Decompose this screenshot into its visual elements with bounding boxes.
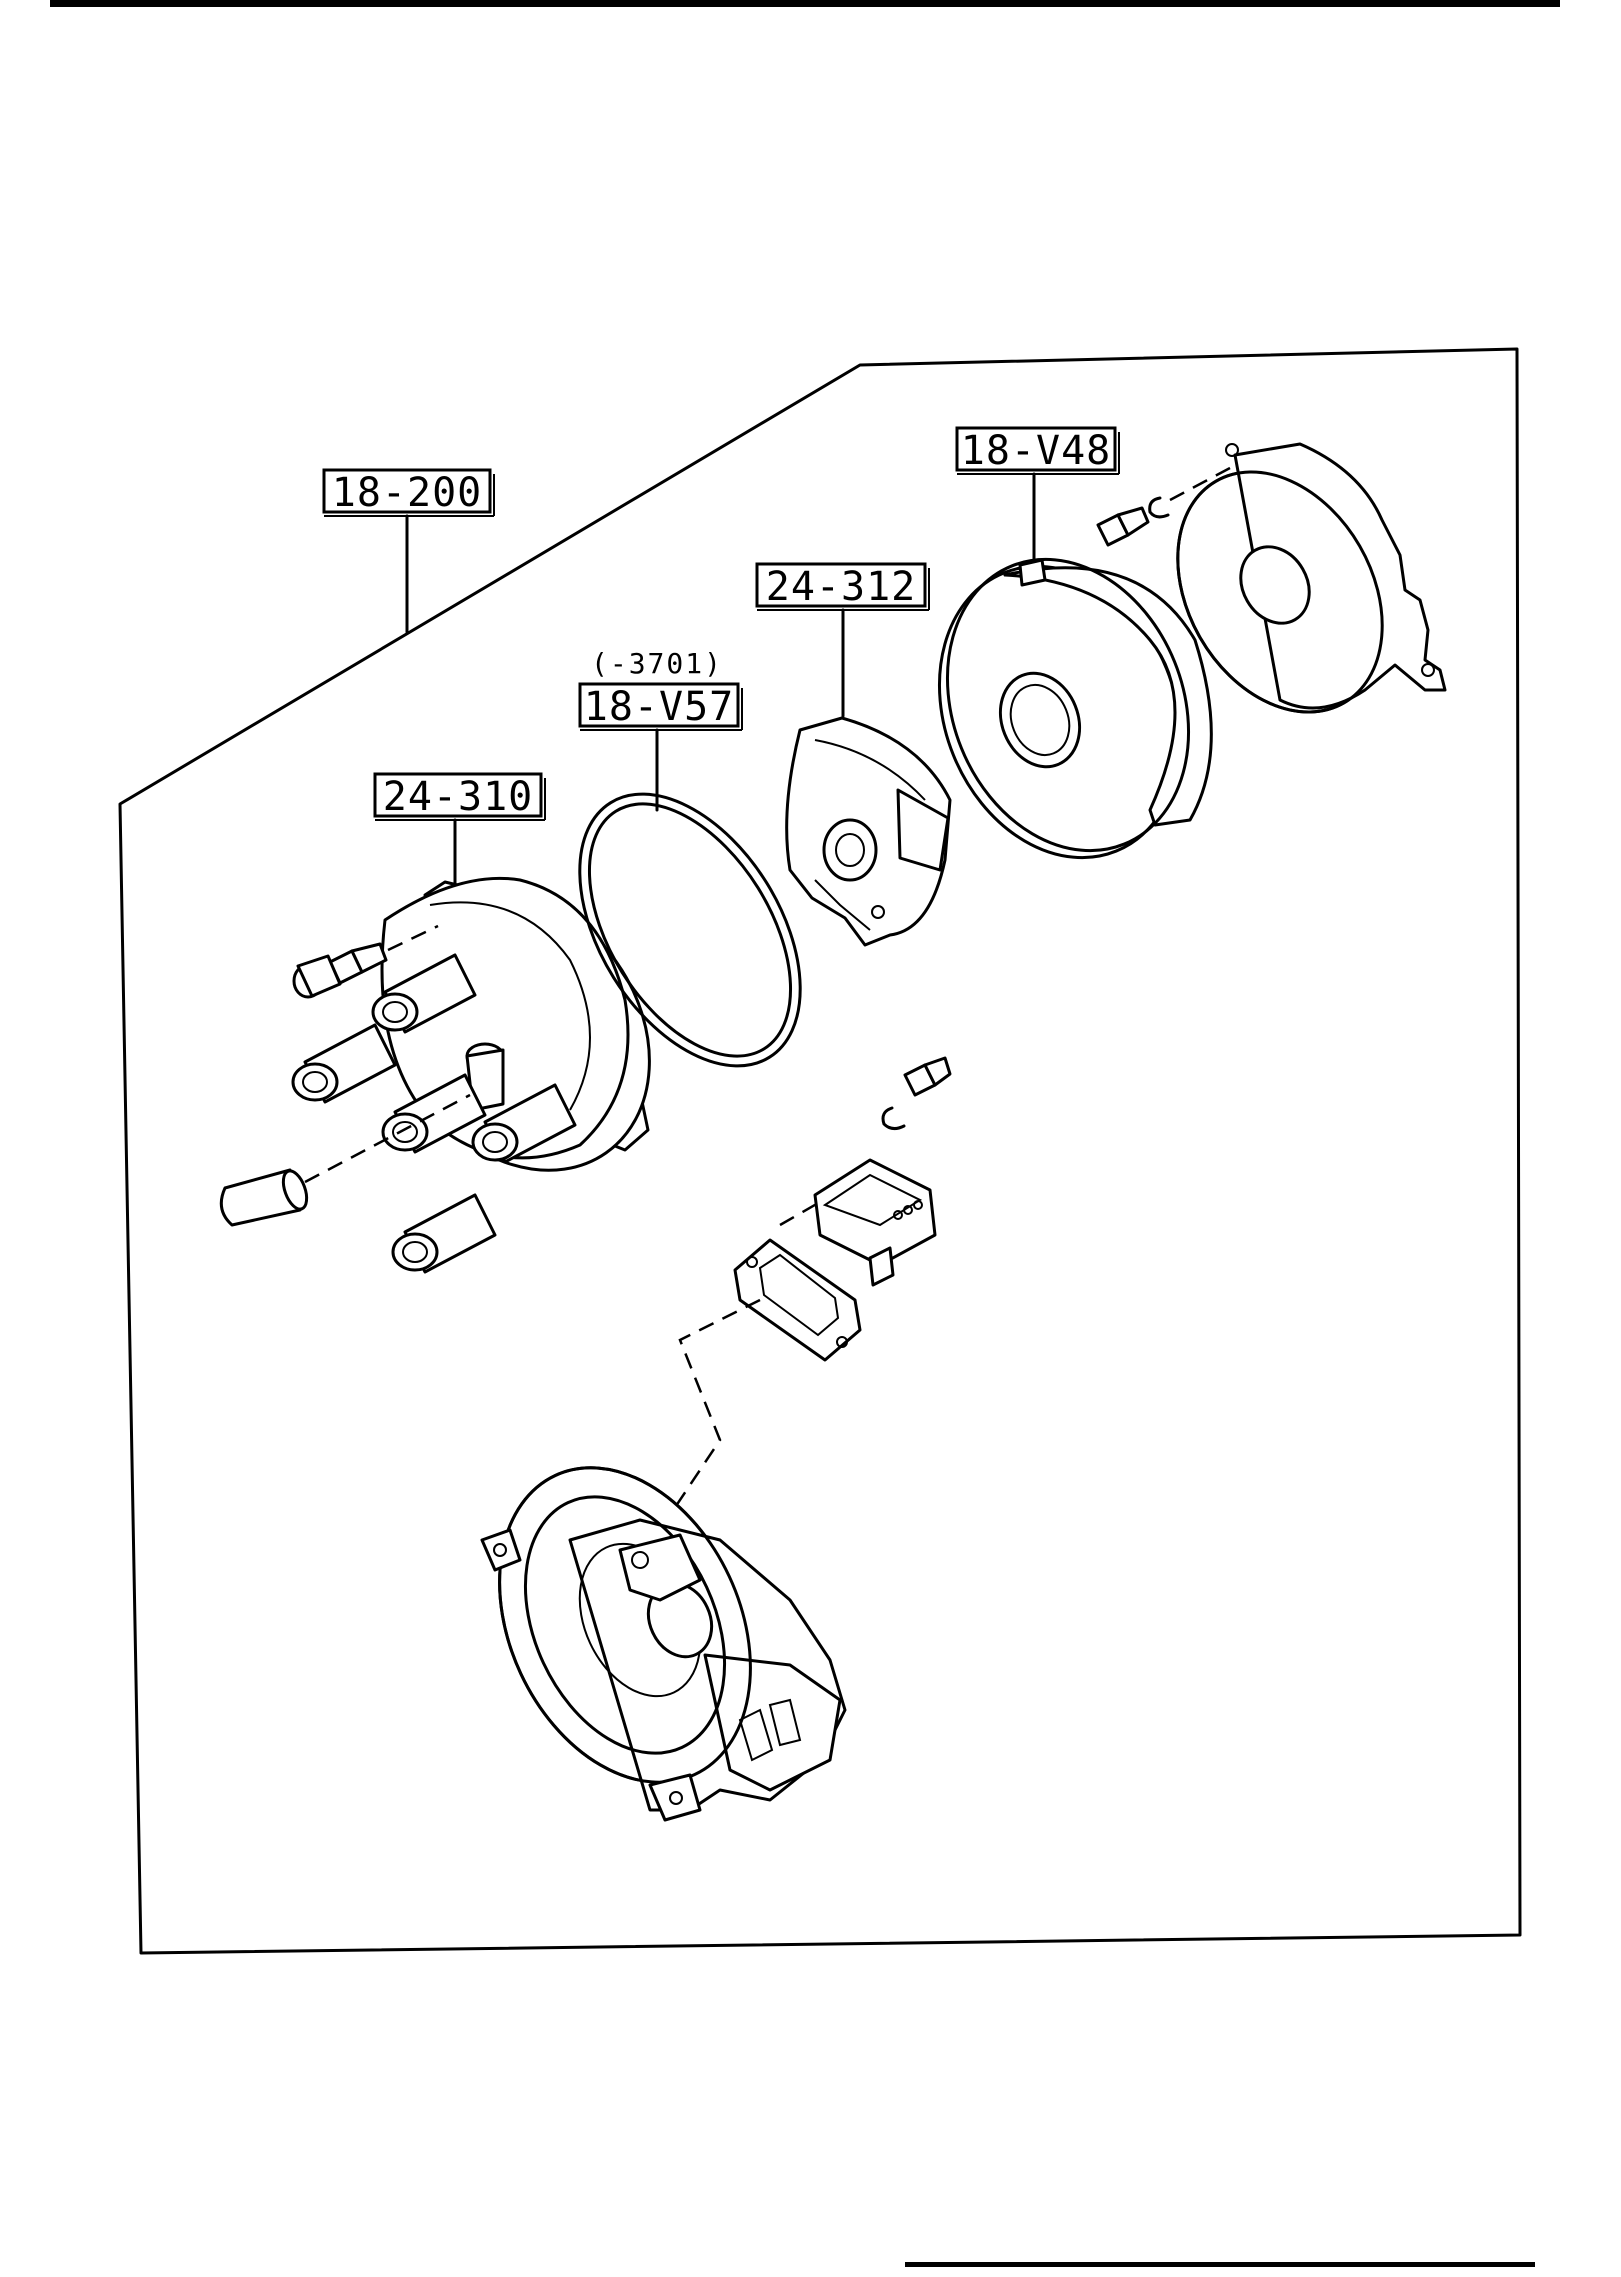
assembly-boundary	[118, 347, 1522, 1955]
callout-distributor-cap-text: 24-310	[383, 774, 534, 820]
cap-screw	[292, 924, 439, 999]
callout-rotor-text: 24-312	[766, 564, 917, 610]
distributor-cap	[291, 876, 651, 1274]
igniter-housing	[937, 557, 1213, 860]
igniter-washer	[1148, 466, 1231, 519]
module-screw	[903, 1056, 952, 1097]
callout-o-ring-text: 18-V57	[584, 684, 735, 730]
module-gasket	[733, 1238, 862, 1362]
callout-rotor[interactable]: 24-312	[755, 562, 930, 611]
distributor-housing	[480, 1466, 847, 1822]
callout-distributor-assembly[interactable]: 18-200	[322, 468, 495, 517]
callout-distributor-cap[interactable]: 24-310	[373, 772, 546, 821]
callout-distributor-assembly-text: 18-200	[332, 470, 483, 516]
callout-igniter-text: 18-V48	[961, 428, 1112, 474]
cap-tower-5	[391, 1193, 497, 1274]
module-gasket-guide	[779, 1200, 821, 1227]
gasket-guide-line	[638, 1298, 761, 1561]
rear-cover	[1176, 442, 1447, 714]
module-washer	[881, 1106, 906, 1131]
callout-igniter[interactable]: 18-V48	[955, 426, 1120, 475]
header-rule	[50, 0, 1560, 7]
cap-tower-1	[291, 1023, 397, 1104]
rotor	[785, 716, 952, 947]
igniter-screw	[1096, 506, 1150, 547]
callout-o-ring[interactable]: 18-V57	[578, 682, 743, 731]
cap-tower-3	[381, 1073, 487, 1154]
footer-rule	[905, 2262, 1535, 2267]
cap-tower-2	[371, 953, 477, 1034]
carbon-button	[219, 1093, 471, 1227]
ignition-module	[813, 1158, 937, 1287]
cap-tower-4	[471, 1083, 577, 1164]
o-ring	[578, 792, 802, 1068]
o-ring-serial-note: (-3701)	[591, 647, 723, 680]
